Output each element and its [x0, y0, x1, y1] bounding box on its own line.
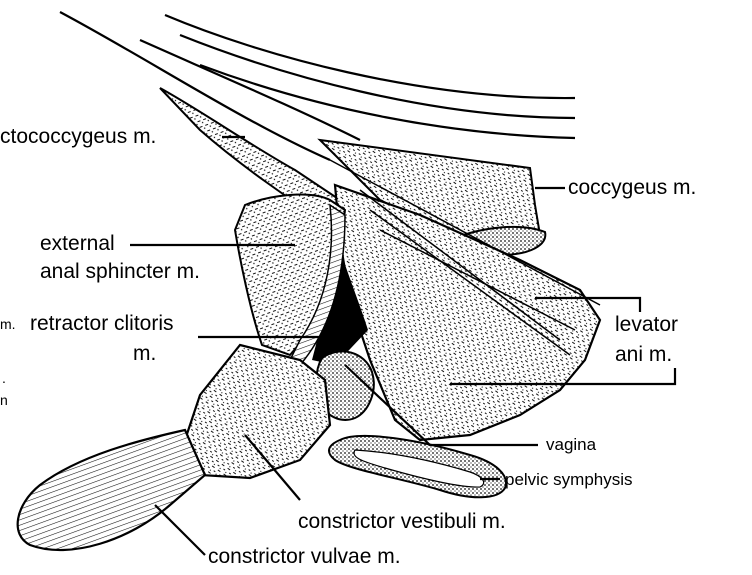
constrictor-vestibuli — [185, 345, 330, 478]
label-constrictor-vulvae: constrictor vulvae m. — [208, 545, 401, 569]
label-partial-dot: . — [2, 366, 6, 390]
label-levator: levator — [615, 313, 678, 337]
label-retractor-clitoris: retractor clitoris — [30, 312, 174, 336]
label-ani: ani m. — [615, 343, 672, 367]
label-coccygeus: coccygeus m. — [568, 176, 696, 200]
label-pelvic-symphysis: pelvic symphysis — [505, 468, 633, 492]
label-external: external — [40, 232, 115, 256]
label-retractor-m: m. — [133, 342, 156, 366]
label-partial-m: m. — [0, 312, 16, 336]
label-anal-sphincter: anal sphincter m. — [40, 260, 200, 284]
label-constrictor-vestibuli: constrictor vestibuli m. — [298, 510, 506, 534]
constrictor-vulvae — [18, 430, 205, 550]
label-vagina: vagina — [546, 433, 596, 457]
label-rectococcygeus-partial: ctococcygeus m. — [0, 125, 156, 149]
label-partial-n: n — [0, 388, 8, 412]
